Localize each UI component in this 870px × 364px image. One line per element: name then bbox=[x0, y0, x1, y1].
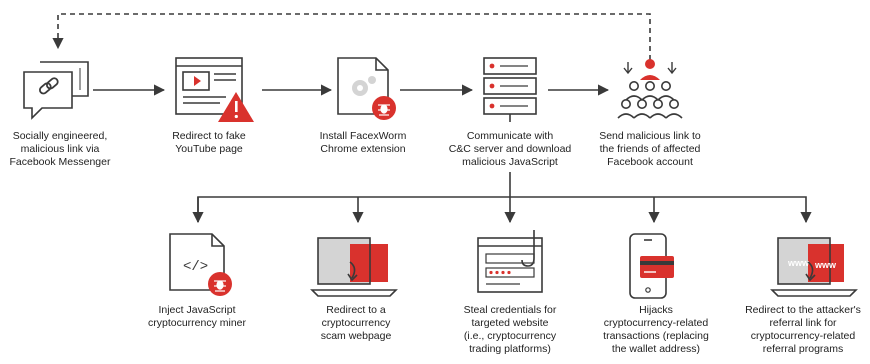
fake-youtube-warning-icon bbox=[175, 57, 254, 122]
loop-back-arrow bbox=[52, 13, 651, 60]
svg-text:</>: </> bbox=[183, 259, 208, 275]
browser-extension-malware-icon bbox=[337, 57, 396, 120]
referral-www-right: www bbox=[814, 260, 837, 270]
referral-redirect-icon: www www bbox=[770, 237, 858, 297]
phone-card-hijack-icon bbox=[629, 233, 674, 299]
referral-www-left: www bbox=[787, 258, 810, 268]
javascript-miner-icon: </> bbox=[169, 233, 232, 296]
friends-group-icon bbox=[617, 59, 683, 119]
server-stack-icon bbox=[483, 57, 537, 122]
credential-theft-hook-icon bbox=[477, 230, 543, 293]
messenger-link-icon bbox=[23, 61, 89, 120]
branch-bus bbox=[197, 196, 812, 224]
scam-webpage-redirect-icon bbox=[310, 237, 398, 297]
